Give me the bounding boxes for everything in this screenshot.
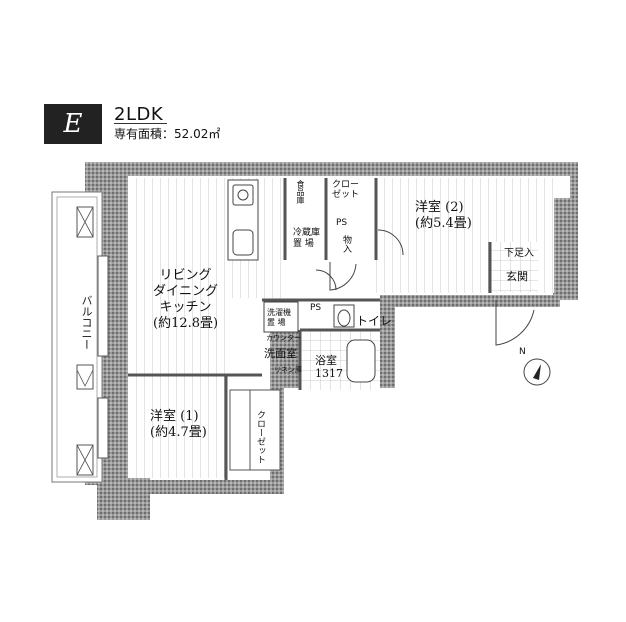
- washroom-label: 洗面室: [264, 347, 297, 360]
- counter-label: カウンター: [266, 334, 301, 342]
- western2-label: 洋室 (2) (約5.4畳): [415, 200, 472, 231]
- doors: [315, 229, 535, 346]
- ps-label-2: PS: [310, 303, 322, 313]
- fridge-space-label: 冷蔵庫 置 場: [293, 228, 321, 249]
- storage-label: 物入: [341, 235, 351, 253]
- living-label: リビング ダイニング キッチン (約12.8畳): [153, 268, 219, 331]
- balcony: [51, 191, 103, 483]
- floor-area: 専有面積：52.02㎡: [114, 127, 221, 141]
- plan-letter: E: [63, 109, 83, 139]
- living-floor: [130, 178, 226, 374]
- closet-top-label: クロー ゼット: [332, 180, 360, 200]
- w1-closet: [229, 389, 251, 471]
- compass: [523, 358, 551, 386]
- washer-area: [263, 301, 299, 333]
- header-underline: [114, 123, 167, 124]
- kitchen: [227, 179, 259, 261]
- plan-letter-badge: E: [44, 104, 102, 144]
- compass-north-label: N: [519, 347, 526, 357]
- western1-label: 洋室 (1) (約4.7畳): [150, 409, 207, 440]
- entrance-floor: [490, 242, 538, 292]
- toilet-fixture: [333, 304, 355, 328]
- kitchen-storage-label: 食品庫: [296, 180, 305, 204]
- layout-type: 2LDK: [114, 104, 164, 125]
- bath-label: 浴室 1317: [315, 354, 343, 380]
- w1-closet-label: クローゼット: [255, 410, 265, 464]
- ps-label-1: PS: [336, 218, 348, 228]
- linen-label: リネン庫: [274, 366, 302, 374]
- balcony-label: バルコニー: [80, 295, 93, 350]
- western1-floor: [130, 376, 226, 478]
- bathtub: [346, 339, 376, 383]
- toilet-label: トイレ: [356, 314, 393, 328]
- shoe-box-label: 下足入: [504, 248, 534, 259]
- entrance-label: 玄関: [506, 270, 528, 283]
- washer-space-label: 洗濯機 置 場: [267, 308, 291, 327]
